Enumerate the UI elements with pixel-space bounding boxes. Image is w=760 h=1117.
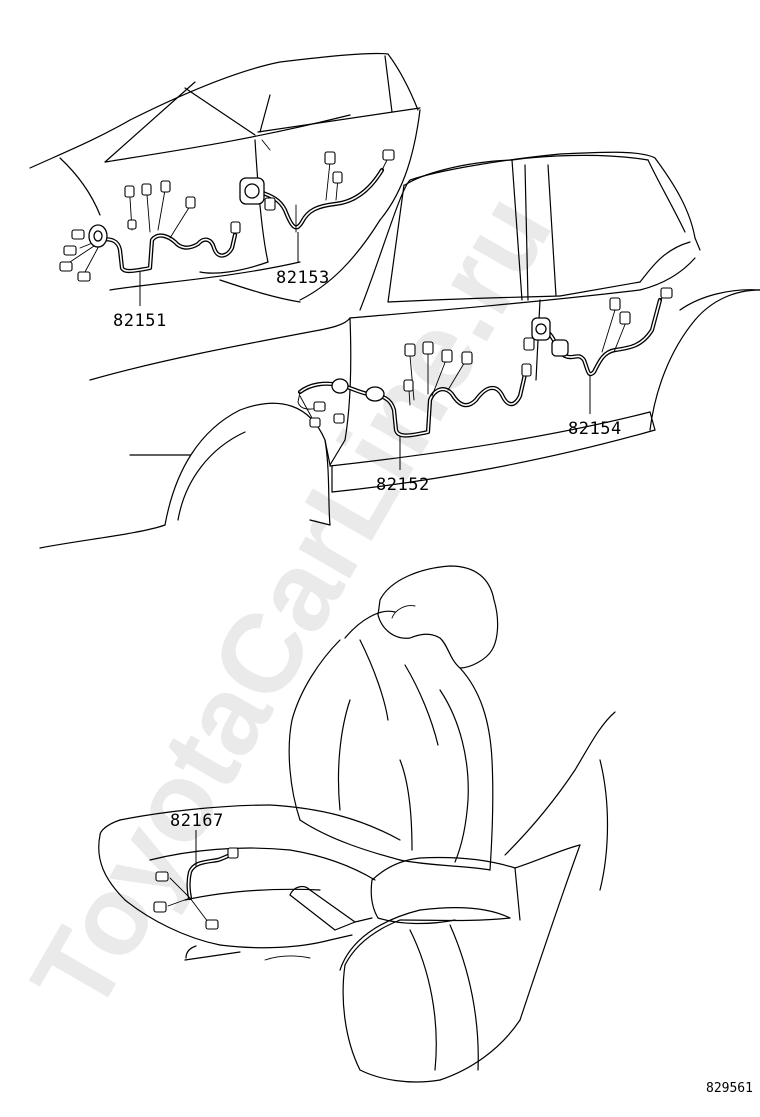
diagram-reference-number: 829561 bbox=[706, 1081, 753, 1096]
part-label-82167: 82167 bbox=[170, 811, 224, 831]
watermark-text: ToyotaCarLine.ru bbox=[8, 174, 576, 1032]
part-label-82154: 82154 bbox=[568, 419, 622, 439]
front-door-body-outline bbox=[29, 52, 421, 303]
wire-harness-82152[interactable] bbox=[297, 341, 532, 438]
wire-harness-82151[interactable] bbox=[59, 180, 241, 282]
part-label-82151: 82151 bbox=[113, 311, 167, 331]
car-body-side-outline bbox=[39, 151, 760, 549]
part-label-82152: 82152 bbox=[376, 475, 430, 495]
part-label-82153: 82153 bbox=[276, 268, 330, 288]
wire-harness-82153[interactable] bbox=[239, 149, 395, 233]
front-seat-outline bbox=[98, 565, 616, 1083]
wire-harness-82167[interactable] bbox=[153, 847, 239, 930]
wire-harness-82154[interactable] bbox=[523, 287, 673, 377]
